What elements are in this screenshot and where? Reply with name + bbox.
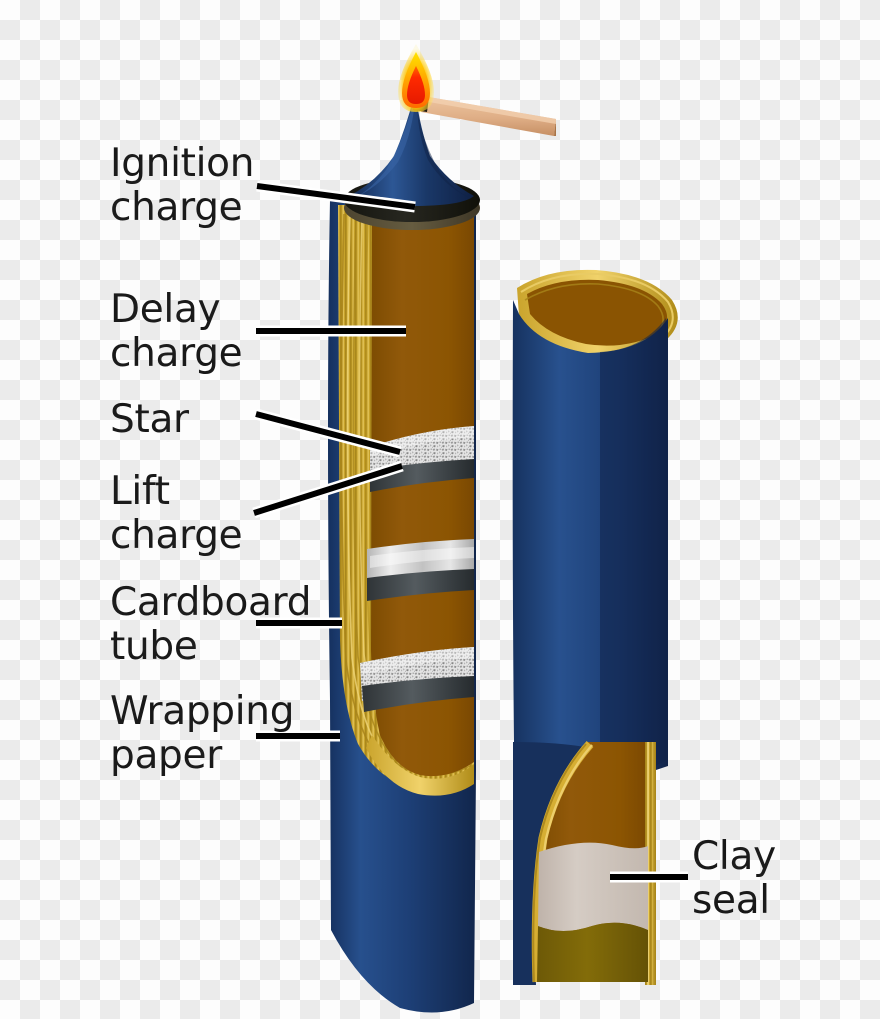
leader-lift-charge [252, 460, 404, 519]
star-band-lower [360, 647, 474, 712]
leader-star [254, 408, 402, 458]
label-lift-charge: Lift charge [110, 469, 243, 558]
label-ignition-charge: Ignition charge [110, 141, 255, 230]
leader-lines [252, 180, 688, 883]
lift-charge-band [367, 539, 474, 601]
label-star: Star [110, 397, 189, 442]
delay-charge-column [371, 208, 474, 777]
tube-rim-right [517, 269, 678, 355]
base-plug [537, 922, 648, 982]
tube-bottom-rim-left [366, 735, 474, 796]
clay-seal [538, 842, 648, 931]
twisted-fuse [349, 96, 474, 206]
label-cardboard-tube: Cardboard tube [110, 580, 312, 669]
wooden-match [413, 95, 556, 136]
leader-ignition-charge [256, 180, 416, 213]
flame [398, 44, 434, 112]
label-clay-seal: Clay seal [692, 834, 776, 923]
inner-brown-right [525, 277, 672, 348]
label-wrapping-paper: Wrapping paper [110, 689, 295, 778]
label-delay-charge: Delay charge [110, 287, 243, 376]
wrapping-paper-right [512, 300, 668, 784]
